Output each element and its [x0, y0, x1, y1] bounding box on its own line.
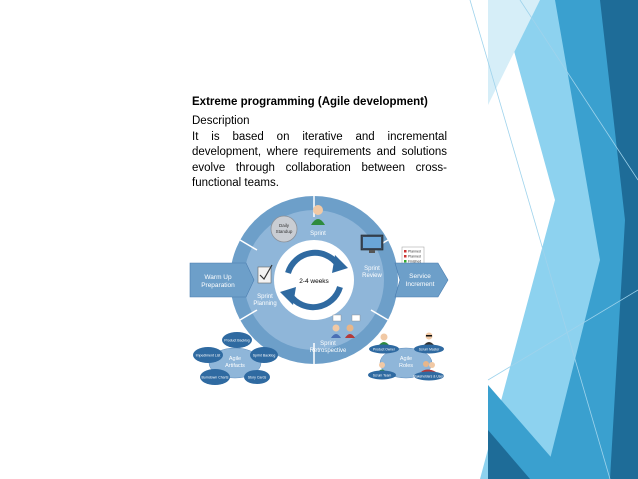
slide-title: Extreme programming (Agile development): [192, 96, 428, 108]
sprint-label: Sprint: [310, 231, 326, 237]
checklist-item-1: Planned: [408, 250, 421, 254]
cycle-duration: 2-4 weeks: [299, 278, 329, 285]
product-owner-icon: [379, 333, 389, 345]
daily-standup-line2: Standup: [276, 229, 293, 234]
scrum-master-icon: [424, 332, 434, 345]
deco-bottom-dark-triangle: [488, 430, 530, 479]
slide-description: Description It is based on iterative and…: [192, 114, 447, 192]
daily-standup-circle: [270, 215, 298, 243]
retrospective-people-icon: [331, 314, 361, 338]
deco-top-triangle: [488, 0, 540, 105]
agile-artifacts-line2: Artifacts: [225, 363, 245, 369]
sprint-review-line1: Sprint: [364, 266, 380, 272]
service-increment-line1: Service: [409, 273, 431, 280]
cycle-arrow-bottom: [287, 286, 343, 311]
warm-up-arrow: [189, 262, 255, 298]
agile-artifacts-cluster: Agile Artifacts Product Backlog Sprint B…: [193, 332, 278, 385]
deco-dark-panel: [600, 0, 638, 479]
service-increment-line2: Increment: [406, 281, 435, 288]
daily-standup-line1: Daily: [279, 223, 290, 228]
checklist-note: Planned Planned Finished: [401, 246, 425, 268]
warm-up-line1: Warm Up: [204, 274, 232, 281]
monitor-icon: [360, 234, 384, 253]
artifact-product-backlog: Product Backlog: [224, 339, 250, 343]
role-product-owner: Product Owner: [373, 348, 396, 352]
artifact-burndown-charts: Burndown Charts: [201, 376, 228, 380]
cycle-arrowhead-bottom: [280, 287, 296, 305]
agile-roles-cluster: Agile Roles Product Owner Scrum Master S…: [368, 332, 445, 381]
stakeholders-icon: [421, 361, 436, 372]
sprint-retrospective-line2: Retrospective: [310, 348, 347, 354]
sprint-planning-line1: Sprint: [257, 294, 273, 300]
role-scrum-master: Scrum Master: [419, 348, 440, 352]
sprint-person-icon: [311, 205, 325, 225]
agile-cycle-diagram: 2-4 weeks Daily Standup Sprint Planned P…: [189, 196, 449, 385]
sprint-retrospective-line1: Sprint: [320, 341, 336, 347]
role-scrum-team: Scrum Team: [373, 374, 392, 378]
clipboard-icon: [257, 264, 273, 284]
sprint-review-line2: Review: [362, 273, 382, 279]
agile-roles-line1: Agile: [400, 356, 412, 362]
deco-line-3: [519, 0, 638, 181]
agile-artifacts-line1: Agile: [229, 356, 241, 362]
checklist-item-3: Finished: [408, 260, 421, 264]
deco-line-2: [487, 289, 638, 381]
description-paragraph: It is based on iterative and incremental…: [192, 130, 447, 190]
artifact-story-cards: Story Cards: [248, 376, 267, 380]
deco-line-1: [469, 0, 611, 479]
cycle-arrowhead-top: [332, 255, 348, 273]
artifact-sprint-backlog: Sprint Backlog: [253, 354, 276, 358]
cycle-arrow-top: [285, 249, 341, 274]
role-stakeholders: Stakeholders & Users: [413, 375, 445, 379]
checklist-item-2: Planned: [408, 255, 421, 259]
service-increment-arrow: [394, 262, 449, 298]
sprint-planning-line2: Planning: [253, 301, 276, 307]
description-label: Description: [192, 115, 250, 127]
artifact-impediment-list: Impediment List: [196, 354, 221, 358]
agile-roles-line2: Roles: [399, 363, 413, 369]
warm-up-line2: Preparation: [201, 282, 235, 289]
